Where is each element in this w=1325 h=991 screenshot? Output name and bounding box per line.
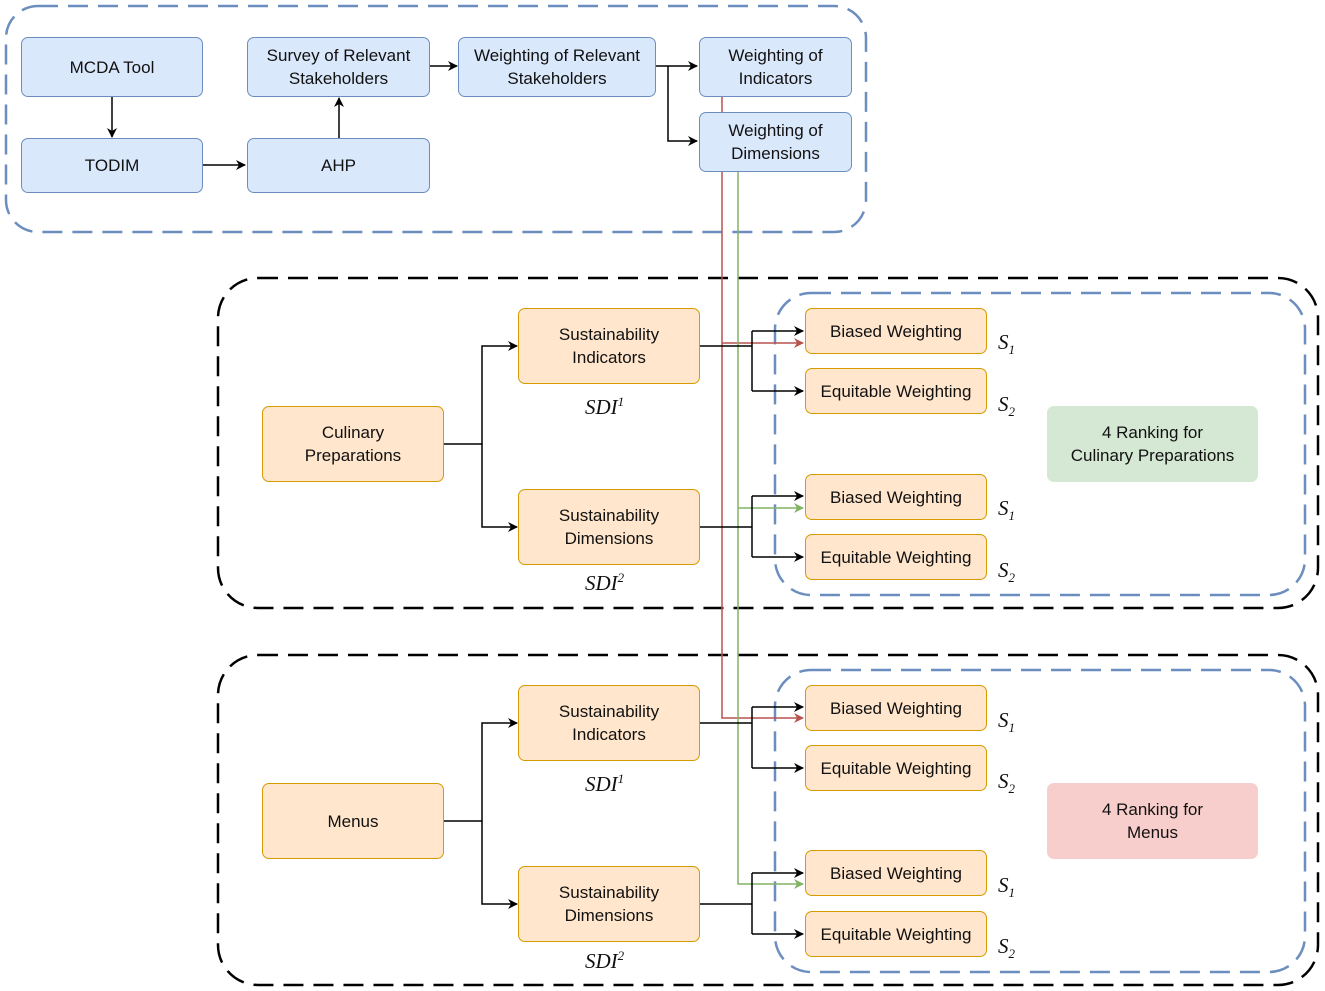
menus-sdi2-label: SDI2 [585, 948, 625, 973]
culinary-dimensions-node: Sustainability Dimensions [518, 489, 700, 565]
culinary-s2-label-b: S2 [998, 558, 1015, 586]
ahp-node: AHP [247, 138, 430, 193]
top-group-outline [4, 4, 868, 234]
weighting-stakeholders-node: Weighting of Relevant Stakeholders [458, 37, 656, 97]
todim-node: TODIM [21, 138, 203, 193]
culinary-biased-weighting-1: Biased Weighting [805, 308, 987, 354]
menus-equitable-weighting-2: Equitable Weighting [805, 911, 987, 957]
menus-results-group-outline [773, 668, 1307, 974]
culinary-biased-weighting-2: Biased Weighting [805, 474, 987, 520]
culinary-sdi1-label: SDI1 [585, 394, 625, 419]
menus-equitable-weighting-1: Equitable Weighting [805, 745, 987, 791]
menus-dimensions-node: Sustainability Dimensions [518, 866, 700, 942]
edge-weighting-dimensions [667, 66, 698, 146]
menus-sdi1-label: SDI1 [585, 771, 625, 796]
culinary-s1-label-a: S1 [998, 330, 1015, 358]
indicator-weights-red-line [721, 97, 804, 723]
menus-connectors [444, 702, 804, 939]
culinary-group-outline [216, 276, 1320, 610]
menus-s1-label-a: S1 [998, 708, 1015, 736]
top-connectors [107, 61, 698, 170]
menus-group-outline [216, 653, 1320, 987]
culinary-indicators-node: Sustainability Indicators [518, 308, 700, 384]
menus-indicators-node: Sustainability Indicators [518, 685, 700, 761]
culinary-s1-label-b: S1 [998, 496, 1015, 524]
culinary-ranking-node: 4 Ranking for Culinary Preparations [1047, 406, 1258, 482]
weighting-indicators-node: Weighting of Indicators [699, 37, 852, 97]
menus-biased-weighting-1: Biased Weighting [805, 685, 987, 731]
culinary-sdi2-label: SDI2 [585, 570, 625, 595]
dimension-weights-green-line [737, 172, 804, 889]
culinary-equitable-weighting-1: Equitable Weighting [805, 368, 987, 414]
menus-s2-label-a: S2 [998, 769, 1015, 797]
weighting-dimensions-node: Weighting of Dimensions [699, 112, 852, 172]
menus-ranking-node: 4 Ranking for Menus [1047, 783, 1258, 859]
menus-s1-label-b: S1 [998, 873, 1015, 901]
menus-biased-weighting-2: Biased Weighting [805, 850, 987, 896]
menus-node: Menus [262, 783, 444, 859]
culinary-s2-label-a: S2 [998, 392, 1015, 420]
mcda-tool-node: MCDA Tool [21, 37, 203, 97]
menus-s2-label-b: S2 [998, 934, 1015, 962]
survey-node: Survey of Relevant Stakeholders [247, 37, 430, 97]
culinary-equitable-weighting-2: Equitable Weighting [805, 534, 987, 580]
culinary-results-group-outline [773, 291, 1307, 597]
culinary-connectors [444, 326, 804, 562]
culinary-preparations-node: Culinary Preparations [262, 406, 444, 482]
